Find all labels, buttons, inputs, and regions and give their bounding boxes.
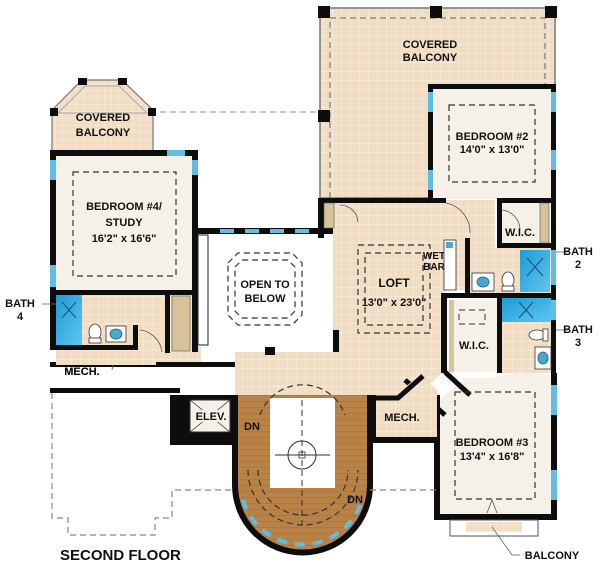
covered-balcony-left-label-1: COVERED [76,112,130,124]
wall [50,388,180,393]
elevator: ELEV. [170,395,235,445]
loft-label: LOFT [378,276,410,290]
mech-left-label-front: MECH. [64,366,99,378]
bedroom-4-label: BEDROOM #4/ [86,201,162,213]
hall-floor [235,365,370,395]
bedroom-3: BEDROOM #3 13'4" x 16'8" [403,370,557,520]
bedroom-3-dims: 13'4" x 16'8" [460,451,525,463]
bath-4-callout-2: 4 [17,311,24,323]
bath-3-callout-1: BATH [563,324,593,336]
bedroom-3-label: BEDROOM #3 [456,437,529,449]
bedroom-2-dims: 14'0" x 13'0" [460,144,525,156]
balcony-bedroom-3 [449,519,539,556]
covered-balcony-top-label-2: BALCONY [403,52,458,64]
stair-dn-label-2: DN [347,494,363,506]
bedroom-4-study: BEDROOM #4/ STUDY 16'2" x 16'6" [50,150,198,345]
bath-3-callout-2: 3 [575,337,581,349]
covered-balcony-left-label-2: BALCONY [76,127,131,139]
bath-3 [502,298,556,373]
bath-2-callout-1: BATH [563,246,593,258]
bedroom-2-label: BEDROOM #2 [456,131,529,143]
staircase: DN DN [232,384,373,556]
open-to-below-label-2: BELOW [245,293,287,305]
stair-dn-label-1: DN [244,421,260,433]
bedroom-4-label-2: STUDY [105,217,143,229]
loft-dims: 13'0" x 23'0" [362,297,427,309]
covered-balcony-top-label-1: COVERED [403,39,457,51]
wic-top-label: W.I.C. [505,227,535,239]
mech-right-label: MECH. [384,412,419,424]
balcony-callout: BALCONY [525,550,580,562]
bath-4-callout-1: BATH [5,298,35,310]
first-floor-footprint [51,393,235,536]
wet-bar-label-2: BAR [423,262,445,273]
open-to-below-label-1: OPEN TO [240,279,290,291]
bath-2-callout-2: 2 [575,259,581,271]
wic-mid-label: W.I.C. [459,340,489,352]
open-to-below: OPEN TO BELOW [192,228,337,352]
bedroom-2: BEDROOM #2 14'0" x 13'0" [428,84,556,199]
wic-mid: W.I.C. [441,293,551,373]
mech-left-label: MECH. [64,366,99,378]
bath-2 [465,198,556,378]
bedroom-4-dims: 16'2" x 16'6" [92,233,157,245]
wic-top: W.I.C. [497,198,553,248]
covered-balcony-left: COVERED BALCONY [50,78,156,153]
wet-bar-label-1: WET [423,251,445,262]
plan-title: SECOND FLOOR [60,547,181,564]
elev-label: ELEV. [196,411,227,423]
